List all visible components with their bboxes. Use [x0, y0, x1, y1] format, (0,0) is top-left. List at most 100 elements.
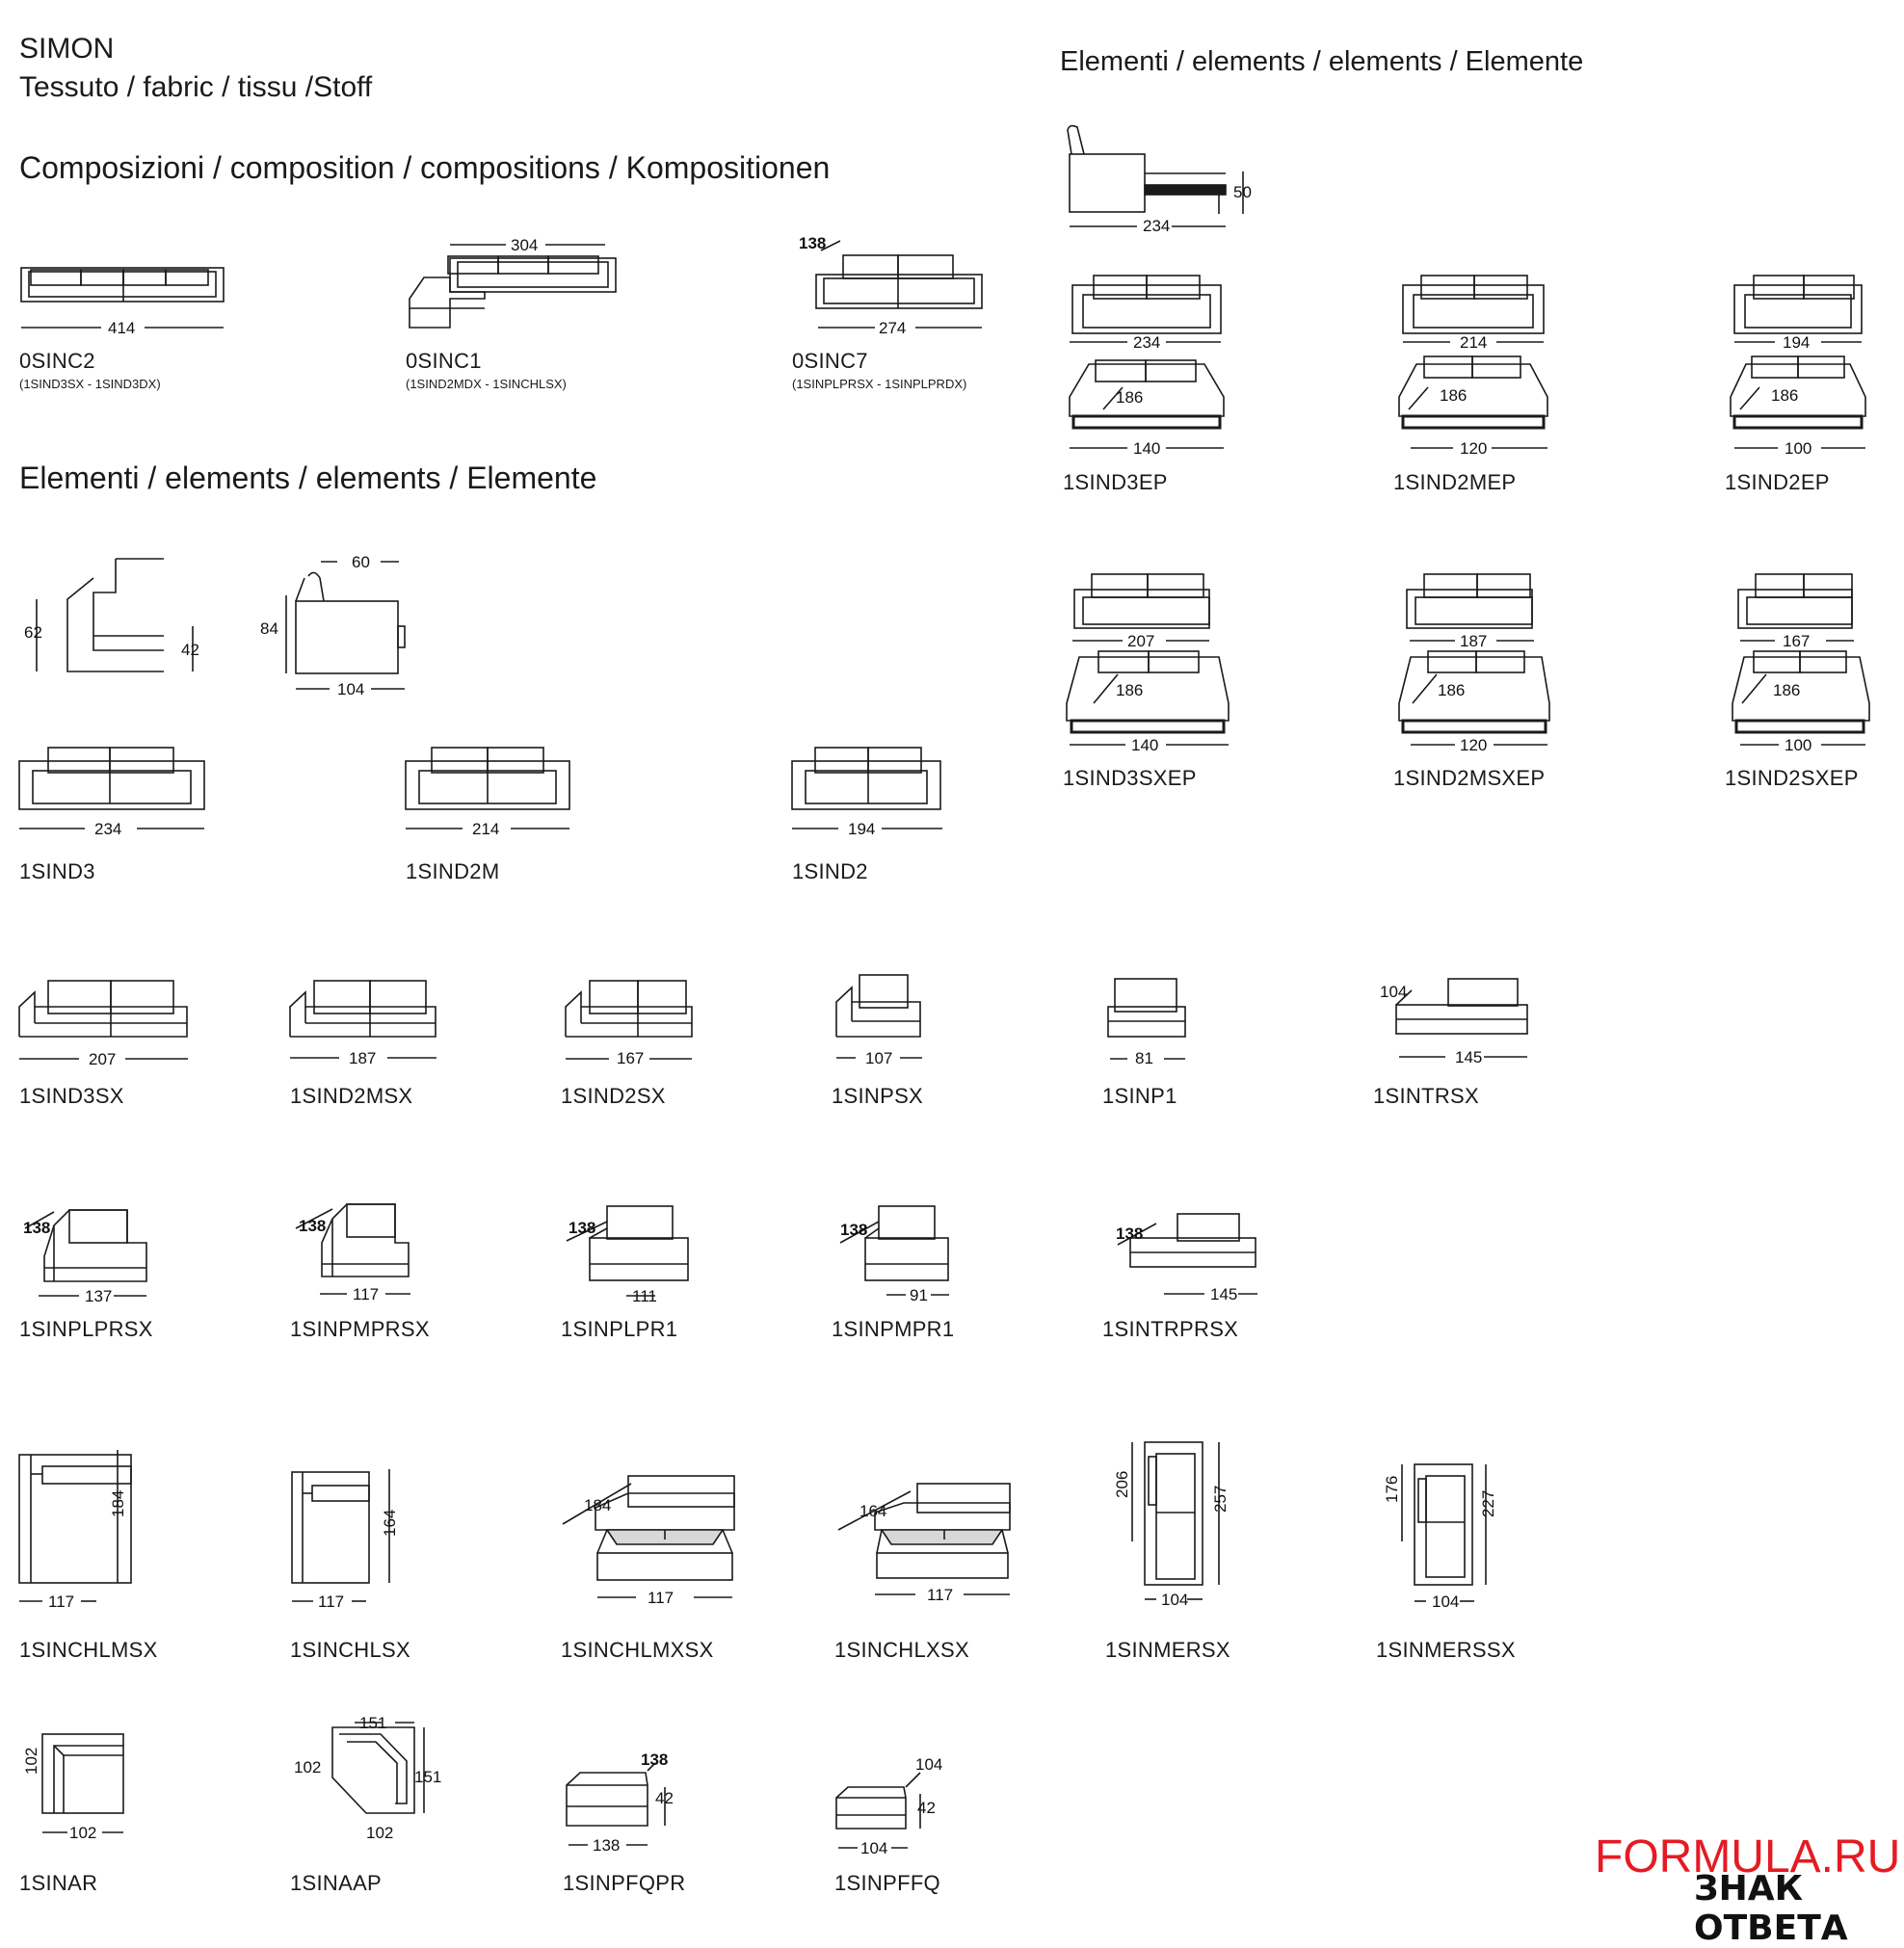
- sofa-drawing: [1395, 978, 1528, 1035]
- dimension-label: 62: [24, 623, 42, 642]
- elements-heading-right: Elementi / elements / elements / Element…: [1060, 46, 1584, 77]
- sofa-drawing: [1117, 1213, 1256, 1268]
- sofa-drawing: [1107, 978, 1186, 1038]
- dimension-label: 164: [381, 1510, 399, 1537]
- dimension-label: 102: [22, 1748, 40, 1775]
- dimension-label: 91: [910, 1286, 928, 1304]
- pouf-drawing: [566, 1762, 666, 1827]
- element-code: 1SINPFFQ: [834, 1871, 940, 1895]
- dimension-label: 81: [1135, 1049, 1153, 1067]
- dimension-label: 138: [299, 1217, 326, 1235]
- dimension-label: 117: [318, 1593, 344, 1611]
- dimension-label: 138: [641, 1751, 668, 1769]
- chaise-drawing: [1401, 1463, 1487, 1586]
- dimension-label: 257: [1211, 1486, 1230, 1513]
- watermark-brand: FORMULA.RU: [1595, 1831, 1901, 1882]
- profile-drawing: [36, 558, 194, 672]
- dimension-label: 138: [799, 234, 826, 252]
- chaise-drawing: [291, 1469, 390, 1584]
- element-code: 1SIND3SXEP: [1063, 766, 1197, 790]
- element-code: 1SIND3EP: [1063, 470, 1168, 494]
- dimension-label: 304: [511, 236, 538, 254]
- dimension-line: [818, 240, 982, 329]
- dimension-label: 50: [1233, 183, 1252, 201]
- dimension-label: 137: [85, 1287, 112, 1305]
- sofa-bed-drawing: [1398, 573, 1550, 746]
- dimension-label: 107: [865, 1049, 892, 1067]
- dimension-label: 176: [1383, 1476, 1401, 1503]
- profile-drawing: [285, 561, 406, 690]
- sofa-drawing: [18, 747, 205, 810]
- dimension-label: 102: [69, 1824, 96, 1842]
- element-code: 1SINTRPRSX: [1102, 1317, 1239, 1341]
- composition-sub: (1SINPLPRSX - 1SINPLPRDX): [792, 377, 967, 391]
- pouf-drawing: [835, 1772, 921, 1830]
- dimension-label: 186: [1116, 681, 1143, 699]
- dimension-label: 117: [353, 1285, 379, 1303]
- element-code: 1SINP1: [1102, 1084, 1177, 1108]
- dimension-label: 104: [1161, 1591, 1188, 1609]
- element-code: 1SIND2MEP: [1393, 470, 1517, 494]
- element-code: 1SINMERSSX: [1376, 1638, 1516, 1662]
- sofa-drawing: [20, 267, 225, 303]
- dimension-label: 60: [352, 553, 370, 571]
- dimension-label: 138: [569, 1219, 595, 1237]
- element-code: 1SINCHLMSX: [19, 1638, 158, 1662]
- material-line: Tessuto / fabric / tissu /Stoff: [19, 71, 373, 103]
- dimension-label: 184: [584, 1496, 611, 1514]
- element-code: 1SIND2MSXEP: [1393, 766, 1546, 790]
- dimension-label: 186: [1771, 386, 1798, 405]
- bed-side-drawing: [1067, 124, 1244, 227]
- sofa-drawing: [289, 980, 436, 1038]
- element-code: 1SINPMPRSX: [290, 1317, 430, 1341]
- dimension-label: 100: [1785, 439, 1811, 458]
- elements-heading-left: Elementi / elements / elements / Element…: [19, 461, 597, 495]
- dimension-label: 194: [848, 820, 875, 838]
- element-code: 1SINTRSX: [1373, 1084, 1479, 1108]
- compositions-heading: Composizioni / composition / composition…: [19, 150, 831, 185]
- corner-drawing: [331, 1722, 425, 1814]
- sofa-bed-drawing: [1732, 573, 1870, 746]
- dimension-label: 206: [1113, 1471, 1131, 1498]
- dimension-label: 145: [1210, 1285, 1237, 1303]
- sofa-bed-drawing: [1730, 275, 1866, 449]
- sofa-drawing: [24, 1209, 147, 1282]
- brand-title: SIMON: [19, 33, 115, 65]
- sofa-bed-drawing: [1069, 275, 1225, 449]
- element-code: 1SIND3SX: [19, 1084, 124, 1108]
- sofa-bed-drawing: [1066, 573, 1230, 746]
- dimension-label: 42: [917, 1799, 936, 1817]
- sofa-bed-drawing: [1398, 275, 1548, 449]
- element-code: 1SIND2EP: [1725, 470, 1830, 494]
- dimension-label: 145: [1455, 1048, 1482, 1066]
- composition-sub: (1SIND3SX - 1SIND3DX): [19, 377, 161, 391]
- composition-code: 0SINC7: [792, 349, 868, 373]
- chaise-drawing: [562, 1475, 735, 1581]
- dimension-label: 138: [1116, 1224, 1143, 1243]
- sofa-drawing: [566, 1205, 689, 1281]
- dimension-label: 184: [109, 1490, 127, 1517]
- dimension-label: 42: [181, 641, 199, 659]
- chaise-drawing: [837, 1483, 1011, 1579]
- dimension-label: 234: [1133, 333, 1160, 352]
- dimension-label: 234: [1143, 217, 1170, 235]
- dimension-label: 207: [1127, 632, 1154, 650]
- dimension-label: 117: [927, 1586, 953, 1604]
- dimension-label: 84: [260, 619, 278, 638]
- element-code: 1SIND2M: [406, 859, 500, 883]
- dimension-label: 167: [1783, 632, 1810, 650]
- dimension-label: 104: [1380, 983, 1407, 1001]
- dimension-label: 214: [472, 820, 499, 838]
- dimension-label: 167: [617, 1049, 644, 1067]
- dimension-label: 151: [414, 1768, 441, 1786]
- composition-code: 0SINC2: [19, 349, 95, 373]
- dimension-label: 104: [915, 1755, 942, 1774]
- chaise-drawing: [1131, 1441, 1220, 1586]
- sofa-drawing: [409, 255, 617, 329]
- element-code: 1SIND2: [792, 859, 868, 883]
- element-code: 1SINCHLXSX: [834, 1638, 969, 1662]
- element-code: 1SINMERSX: [1105, 1638, 1230, 1662]
- dimension-label: 274: [879, 319, 906, 337]
- dimension-label: 102: [366, 1824, 393, 1842]
